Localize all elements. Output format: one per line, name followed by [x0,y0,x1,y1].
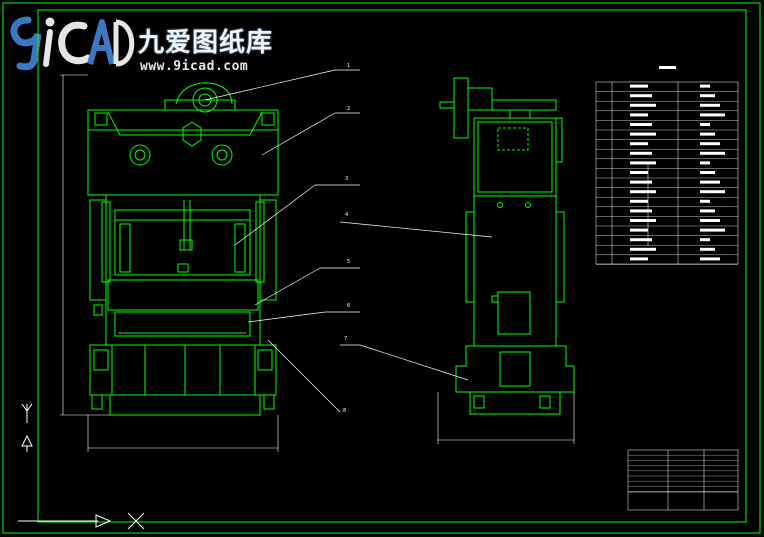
parts-list-illegible-text [630,199,648,203]
parts-list-illegible-text [630,247,656,251]
front-view-dimensions [60,74,279,452]
logo-url: www.9icad.com [140,59,249,74]
parts-list-illegible-text [700,151,725,155]
parts-list-illegible-text [700,94,715,98]
parts-list-illegible-text [700,228,725,232]
parts-list-illegible-text [700,142,720,146]
parts-list-illegible-text [700,84,710,88]
parts-list-illegible-text [700,103,720,107]
parts-list-illegible-text [700,123,710,126]
parts-list-illegible-text [700,171,715,174]
parts-list-illegible-text [630,151,652,155]
parts-list-illegible-text [630,219,656,222]
callout-7: 7 [344,336,347,342]
title-block [627,449,739,511]
callout-1: 1 [347,63,350,69]
parts-list-illegible-text [630,171,648,174]
parts-list-illegible-text [630,103,656,107]
site-logo[interactable]: 九爱图纸库 www.9icad.com [2,4,302,76]
callout-3: 3 [345,176,348,182]
side-view[interactable] [439,77,575,415]
leader-lines [204,69,493,413]
parts-list-illegible-text [630,161,656,165]
parts-list-illegible-text [700,113,725,117]
parts-list-illegible-text [630,123,652,126]
parts-list-illegible-text [630,94,652,98]
view-direction-symbols [18,403,145,530]
title-block-rows [628,455,738,492]
parts-list-illegible-text [700,238,710,242]
parts-list-illegible-text [630,142,648,146]
parts-list-illegible-text [700,132,715,136]
parts-list-illegible-text [700,257,720,261]
parts-list-illegible-text [700,161,710,165]
parts-list-illegible-text [630,228,648,232]
parts-list-illegible-text [700,180,720,184]
parts-list-illegible-text [630,132,656,136]
callout-2: 2 [347,106,350,112]
callout-labels: 1 2 3 4 5 6 7 8 [343,63,350,414]
inner-border [37,9,747,523]
parts-list-illegible-text [630,257,648,261]
parts-list-rows [596,84,738,265]
callout-5: 5 [347,259,350,265]
parts-list-illegible-text [630,113,648,117]
parts-list-table [595,66,739,265]
parts-list-illegible-text [700,209,715,213]
front-view[interactable] [87,82,279,416]
parts-list-illegible-text [630,190,656,194]
parts-list-illegible-text [700,247,715,251]
parts-list-illegible-text [630,238,652,242]
9icad-logo-icon [10,16,135,71]
logo-chinese-name: 九爱图纸库 [138,28,274,58]
side-view-dimensions [437,392,575,444]
parts-list-illegible-text [630,84,648,88]
callout-8: 8 [343,408,346,414]
parts-list-title-mark [659,66,676,69]
callout-6: 6 [347,303,350,309]
parts-list-illegible-text [630,180,652,184]
callout-4: 4 [345,212,348,218]
parts-list-illegible-text [630,209,652,213]
parts-list-illegible-text [700,219,720,222]
parts-list-illegible-text [700,199,710,203]
parts-list-illegible-text [700,190,725,194]
